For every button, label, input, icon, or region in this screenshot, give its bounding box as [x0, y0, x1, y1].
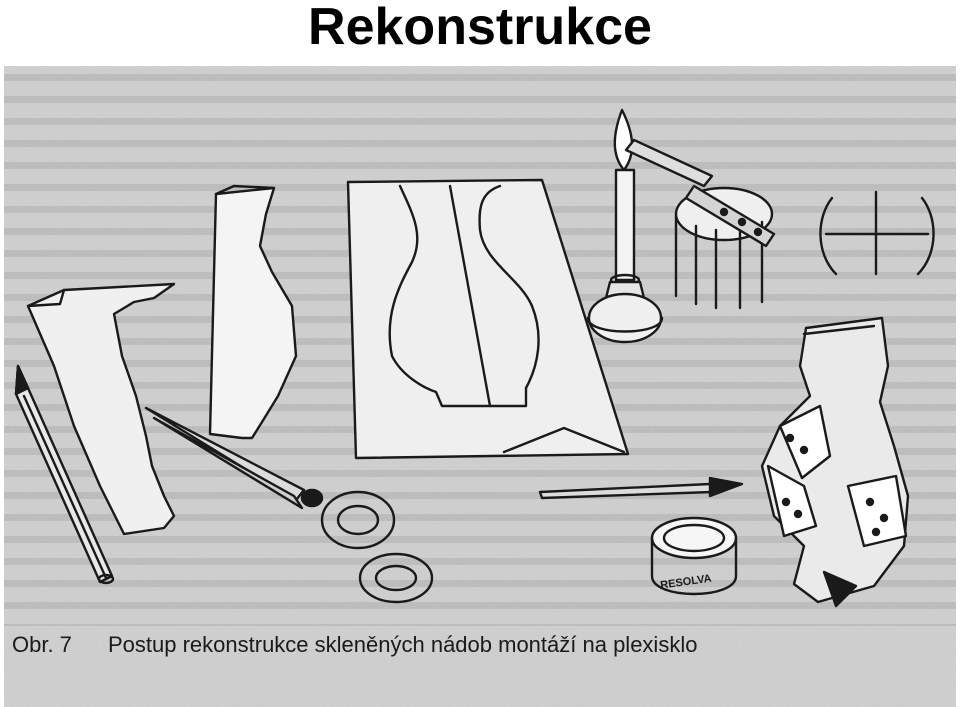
spirit-burner: [586, 108, 714, 344]
glue-tin: [650, 516, 738, 596]
reconstructed-vase: [760, 316, 910, 608]
curved-template-left: [26, 282, 176, 536]
plexiglass-sheet-with-vase: [346, 178, 630, 460]
slide-title: Rekonstrukce: [308, 0, 652, 56]
figure-caption-text: Postup rekonstrukce skleněných nádob mon…: [108, 632, 698, 657]
spool-drum: [674, 184, 776, 310]
brush: [538, 476, 744, 500]
scissors: [144, 406, 434, 604]
figure-caption: Obr. 7 Postup rekonstrukce skleněných nád…: [12, 632, 697, 658]
rolled-sheet: [208, 184, 298, 440]
figure-number: Obr. 7: [12, 632, 72, 657]
pencil-drawing: [14, 364, 115, 585]
reconstruction-illustration: RESOLVA: [4, 66, 956, 707]
cross-frame: [819, 190, 935, 276]
scanned-book-figure: RESOLVA Obr. 7 Postup rekonstrukce skleně…: [4, 66, 956, 707]
